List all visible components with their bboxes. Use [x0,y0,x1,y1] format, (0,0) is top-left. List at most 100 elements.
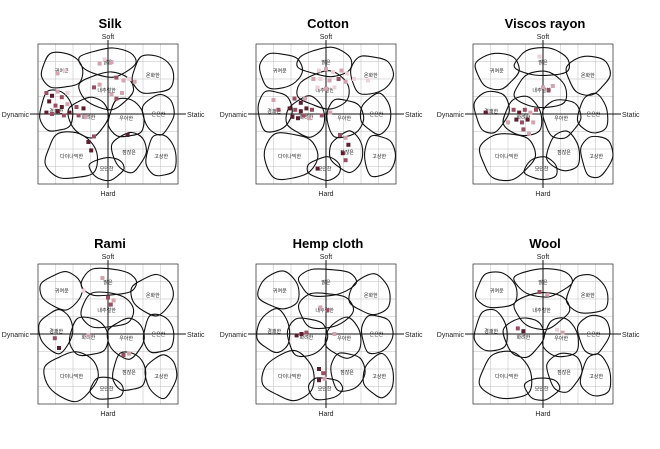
region-label: 고상한 [154,153,168,160]
region-label: 온화한 [581,293,595,299]
data-point [114,96,119,101]
region-outline [579,353,612,397]
data-point [537,290,542,294]
region-label: 다이나믹한 [278,153,301,160]
data-point [132,79,137,84]
region-outline [326,98,365,139]
data-point [338,133,342,137]
region-outline [565,274,609,314]
region-label: 귀여운 [55,288,69,295]
region-outline [359,92,392,136]
data-point [120,91,124,95]
data-point [92,85,96,90]
data-point [127,351,131,356]
region-label: 내추럴한 [532,87,551,94]
region-label: 경쾌한 [484,108,498,115]
data-point [298,100,303,105]
region-outline [144,354,178,400]
axis-label-static: Static [405,332,423,339]
region-label: 귀여운 [273,288,287,295]
region-outline [107,97,145,138]
region-outline [297,268,358,297]
region-outline [474,271,518,309]
data-point [298,109,303,114]
data-point [55,71,60,76]
region-outline [565,55,611,96]
region-outline [44,131,99,179]
region-outline [546,352,583,393]
region-label: 내추럴한 [315,307,334,314]
data-point [546,88,551,93]
region-label: 우아한 [337,335,351,342]
region-outline [324,316,362,359]
data-point [352,77,356,81]
region-label: 온화한 [364,293,378,299]
data-point [521,329,526,334]
data-point [65,91,70,95]
region-outline [88,157,125,182]
data-point [483,110,488,115]
region-outline [502,317,545,359]
region-outline [263,132,319,181]
region-label: 맑은 [103,59,113,66]
data-point [114,75,119,80]
data-point [50,93,54,98]
data-point [304,330,309,335]
chart-title: Silk [98,16,122,31]
data-point [317,68,321,73]
region-outline [478,350,533,400]
region-label: 고상한 [589,153,603,160]
region-outline [330,352,366,392]
axis-label-static: Static [622,332,640,339]
axis-label-dynamic: Dynamic [437,332,465,339]
region-label: 모던한 [100,386,114,393]
data-point [294,333,299,338]
region-outline [328,130,364,174]
region-label: 은은한 [151,112,165,118]
data-point [127,77,131,81]
region-outline [106,317,145,360]
data-point [324,67,328,72]
region-label: 고상한 [589,373,603,380]
data-point [527,131,531,136]
data-point [311,77,316,81]
data-point [325,308,330,313]
region-label: 경쾌한 [267,328,281,335]
axis-label-soft: Soft [102,254,115,261]
region-outline [513,292,571,331]
region-outline [297,292,355,330]
region-outline [286,317,329,358]
data-point [366,78,370,83]
axis-label-static: Static [187,332,205,339]
region-outline [67,96,109,139]
region-outline [364,134,397,178]
data-point [55,89,60,94]
axis-label-soft: Soft [102,34,115,41]
data-point [319,113,324,118]
region-outline [348,273,391,316]
region-outline [580,135,614,179]
data-point [560,330,565,335]
region-label: 고상한 [372,153,386,160]
region-label: 맑은 [103,279,113,286]
region-outline [545,130,581,172]
region-outline [130,273,174,317]
region-outline [68,316,109,357]
region-label: 화려한 [81,114,95,121]
data-point [332,332,337,336]
region-label: 화려한 [516,114,530,121]
region-outline [145,134,177,177]
data-point [67,110,72,115]
axis-label-hard: Hard [535,411,550,418]
region-label: 다이나믹한 [495,153,518,160]
region-label: 다이나믹한 [495,373,518,380]
region-outline [257,90,293,133]
data-point [125,133,130,137]
region-outline [78,47,137,78]
chart-title: Wool [529,236,561,251]
axis-label-soft: Soft [537,254,550,261]
data-point [287,106,292,111]
region-label: 귀여운 [490,68,504,75]
